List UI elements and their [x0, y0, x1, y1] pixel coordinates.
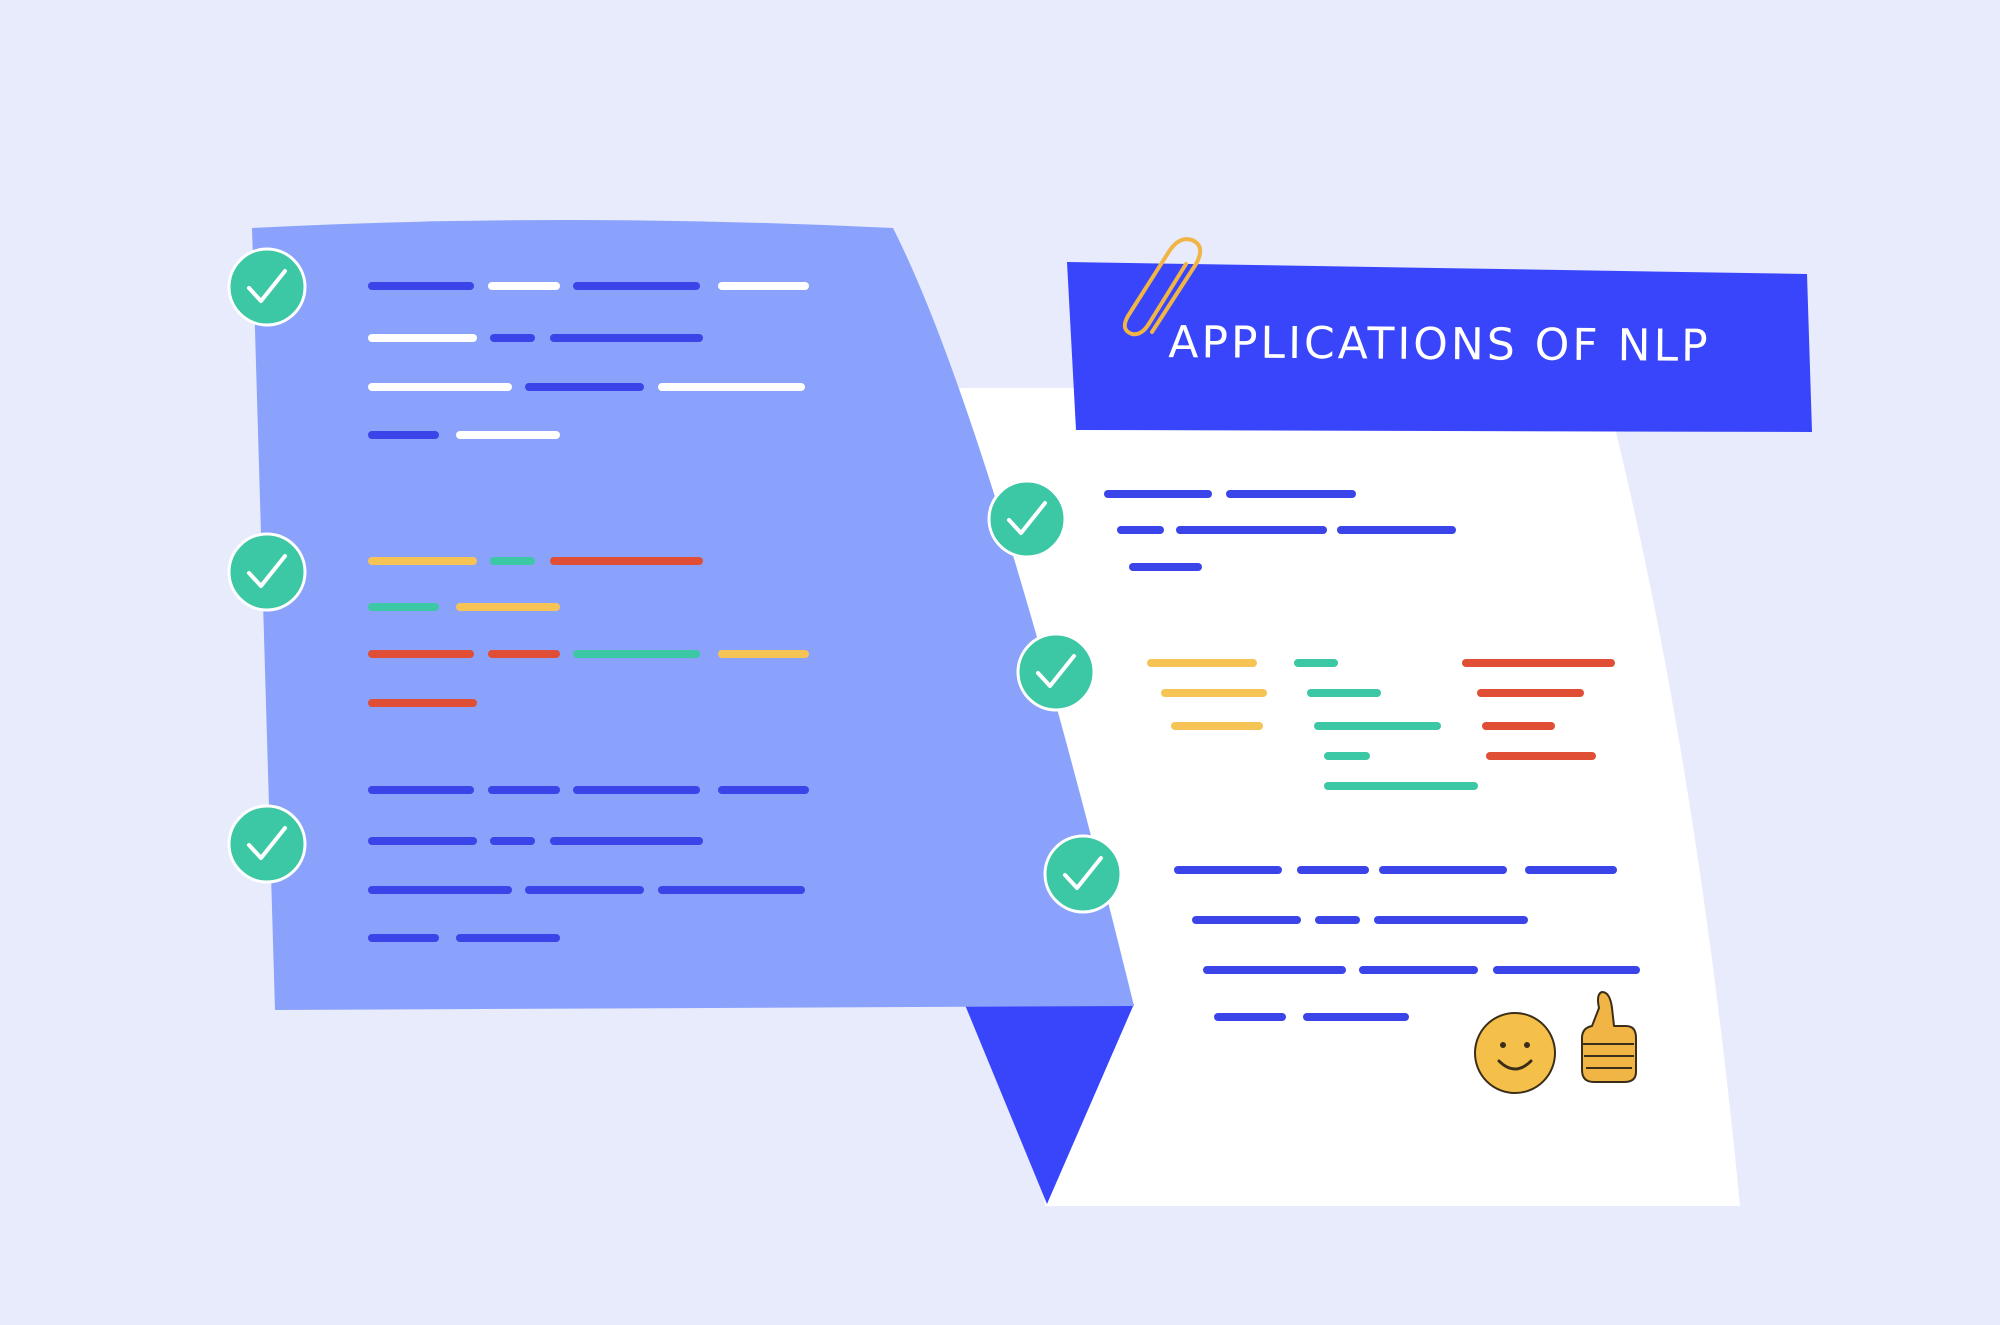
banner-title: APPLICATIONS OF NLP — [1168, 316, 1711, 372]
title-banner — [1067, 262, 1812, 432]
check-icon — [227, 804, 307, 884]
check-icon — [227, 247, 307, 327]
page-fold — [963, 1000, 1134, 1204]
check-icon — [227, 532, 307, 612]
check-icon — [1043, 834, 1123, 914]
paperclip-icon — [1122, 237, 1203, 337]
check-icon — [1016, 632, 1096, 712]
smiley-icon — [1474, 1012, 1556, 1094]
right-document-page — [955, 388, 1740, 1206]
thumbs-up-icon — [1581, 991, 1637, 1083]
left-text-lines — [368, 282, 809, 942]
check-icon — [987, 479, 1067, 559]
check-badges — [227, 247, 1123, 914]
left-document-page — [252, 220, 1134, 1010]
right-text-lines — [1104, 490, 1640, 1021]
